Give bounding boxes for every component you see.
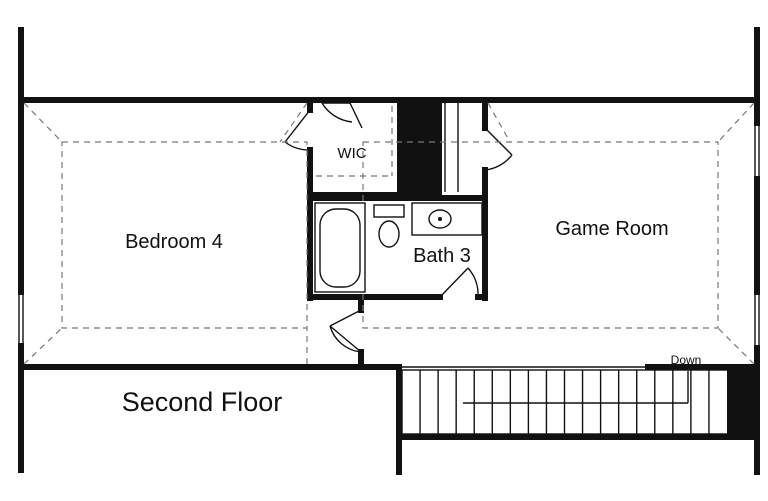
staircase: [401, 366, 754, 436]
game-room-label: Game Room: [555, 218, 668, 240]
bath-label: Bath 3: [413, 245, 471, 267]
bath-fixtures: [314, 202, 483, 293]
floor-title: Second Floor: [122, 387, 283, 417]
toilet-tank: [373, 204, 405, 218]
interior-walls: [307, 97, 488, 370]
doors: [284, 102, 513, 353]
stairs-down-label: Down: [671, 353, 702, 367]
bedroom-label: Bedroom 4: [125, 231, 223, 253]
bathtub-basin: [319, 208, 361, 288]
wic-label: WIC: [337, 145, 366, 162]
toilet-bowl: [378, 220, 400, 248]
exterior-walls: [17, 27, 761, 475]
ceiling-lines: [23, 102, 755, 365]
